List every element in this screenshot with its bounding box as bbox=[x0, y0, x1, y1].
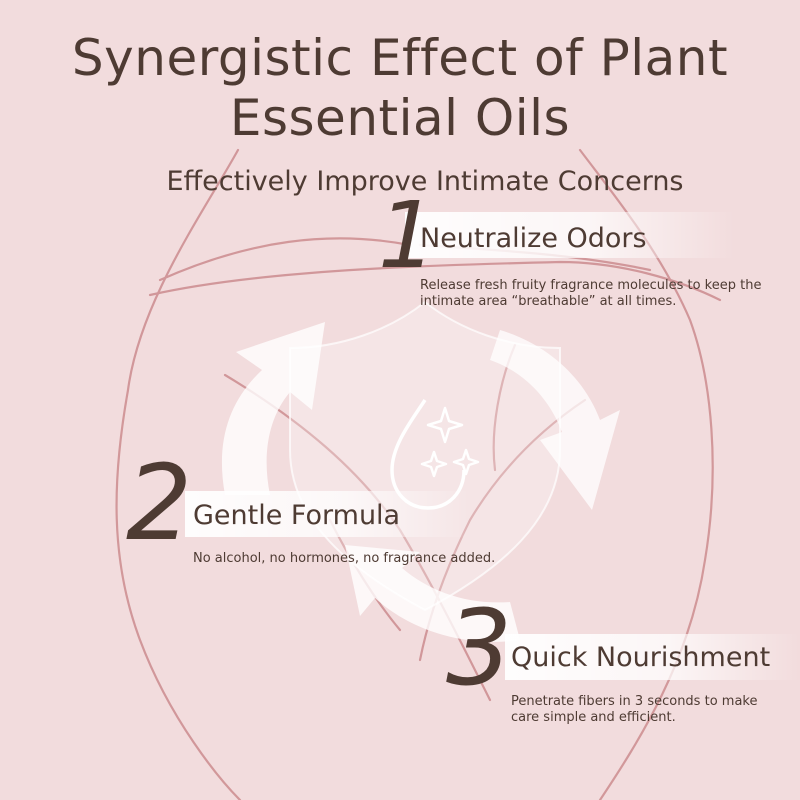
page-subtitle: Effectively Improve Intimate Concerns bbox=[166, 166, 684, 197]
page-title: Synergistic Effect of Plant Essential Oi… bbox=[0, 28, 800, 148]
feature-description: Penetrate fibers in 3 seconds to make ca… bbox=[511, 694, 758, 725]
feature-highlight-band bbox=[405, 212, 735, 258]
feature-number: 2 bbox=[126, 442, 193, 564]
feature-highlight-band bbox=[505, 634, 800, 680]
feature-number: 1 bbox=[378, 182, 437, 289]
feature-number: 3 bbox=[446, 587, 513, 709]
title-line-2: Essential Oils bbox=[229, 89, 571, 147]
feature-highlight-band bbox=[185, 491, 470, 537]
feature-title: Quick Nourishment bbox=[511, 642, 771, 673]
title-line-1: Synergistic Effect of Plant bbox=[71, 29, 729, 87]
feature-description: No alcohol, no hormones, no fragrance ad… bbox=[193, 551, 496, 566]
feature-title: Neutralize Odors bbox=[420, 223, 647, 254]
feature-title: Gentle Formula bbox=[193, 500, 401, 531]
cycle-arrows-icon bbox=[221, 322, 620, 642]
feature-description: Release fresh fruity fragrance molecules… bbox=[420, 278, 762, 309]
